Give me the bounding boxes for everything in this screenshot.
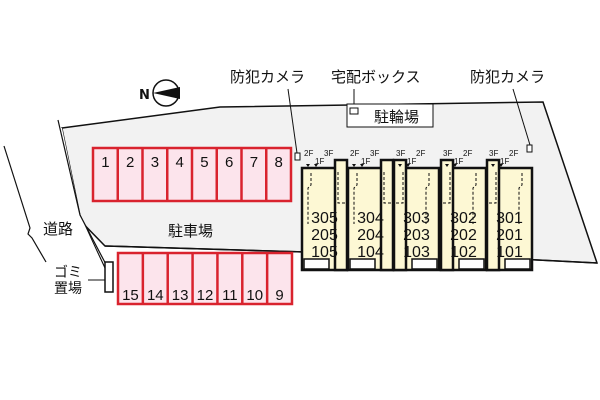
compass-north-label: N [139, 88, 150, 103]
parking-space-number: 2 [126, 154, 134, 171]
parking-space-number: 4 [175, 154, 183, 171]
unit-number-2f: 204 [357, 227, 384, 244]
unit-number-3f: 301 [496, 210, 523, 227]
unit-number-1f: 105 [311, 244, 338, 261]
floor-label: 2F [304, 149, 313, 158]
unit-number-1f: 102 [450, 244, 477, 261]
garbage-label-2: 置場 [54, 281, 82, 297]
floor-label: 2F [350, 149, 359, 158]
floor-label: 1F [454, 157, 463, 166]
parking-space-number: 6 [225, 154, 233, 171]
parking-space-number: 10 [246, 287, 263, 304]
unit-number-3f: 304 [357, 210, 384, 227]
floor-label: 2F [463, 149, 472, 158]
delivery-box-label: 宅配ボックス [331, 68, 421, 86]
floor-label: 3F [443, 149, 452, 158]
unit-number-2f: 205 [311, 227, 338, 244]
unit-number-3f: 305 [311, 210, 338, 227]
parking-lot-label: 駐車場 [168, 222, 213, 240]
unit-number-1f: 103 [403, 244, 430, 261]
parking-space-number: 14 [147, 287, 164, 304]
parking-space-number: 15 [122, 287, 139, 304]
parking-space-number: 7 [250, 154, 258, 171]
unit-number-2f: 203 [403, 227, 430, 244]
parking-space-number: 13 [172, 287, 189, 304]
floor-label: 1F [361, 157, 370, 166]
garbage-area-icon [104, 261, 114, 293]
unit-number-1f: 101 [496, 244, 523, 261]
parking-space-number: 1 [101, 154, 109, 171]
delivery-box-icon [349, 107, 359, 115]
floor-label: 1F [407, 157, 416, 166]
bicycle-parking-label: 駐輪場 [374, 108, 419, 126]
parking-space-number: 5 [200, 154, 208, 171]
garbage-label-1: ゴミ [54, 264, 82, 281]
bicycle-parking-area [346, 103, 434, 128]
camera-left-label: 防犯カメラ [230, 68, 305, 86]
camera-left-icon [294, 152, 301, 161]
floor-label: 3F [396, 149, 405, 158]
parking-space-number: 11 [222, 287, 238, 304]
floor-label: 3F [489, 149, 498, 158]
unit-number-1f: 104 [357, 244, 384, 261]
unit-number-2f: 201 [496, 227, 523, 244]
floor-label: 3F [324, 149, 333, 158]
parking-row-bottom: 15 14 13 12 11 10 9 [116, 251, 294, 306]
road-edge [3, 145, 47, 263]
compass-icon: N [139, 79, 180, 107]
floor-label: 1F [500, 157, 509, 166]
parking-space-number: 8 [274, 154, 282, 171]
floor-label: 2F [509, 149, 518, 158]
floor-label: 3F [370, 149, 379, 158]
parking-space-number: 12 [197, 287, 214, 304]
unit-number-3f: 303 [403, 210, 430, 227]
parking-space-number: 9 [275, 287, 283, 304]
unit-number-3f: 302 [450, 210, 477, 227]
camera-right-label: 防犯カメラ [470, 68, 545, 86]
camera-right-icon [526, 144, 533, 153]
floor-label: 1F [315, 157, 324, 166]
floor-label: 2F [416, 149, 425, 158]
unit-number-2f: 202 [450, 227, 477, 244]
road-label: 道路 [43, 220, 73, 238]
parking-space-number: 3 [151, 154, 159, 171]
